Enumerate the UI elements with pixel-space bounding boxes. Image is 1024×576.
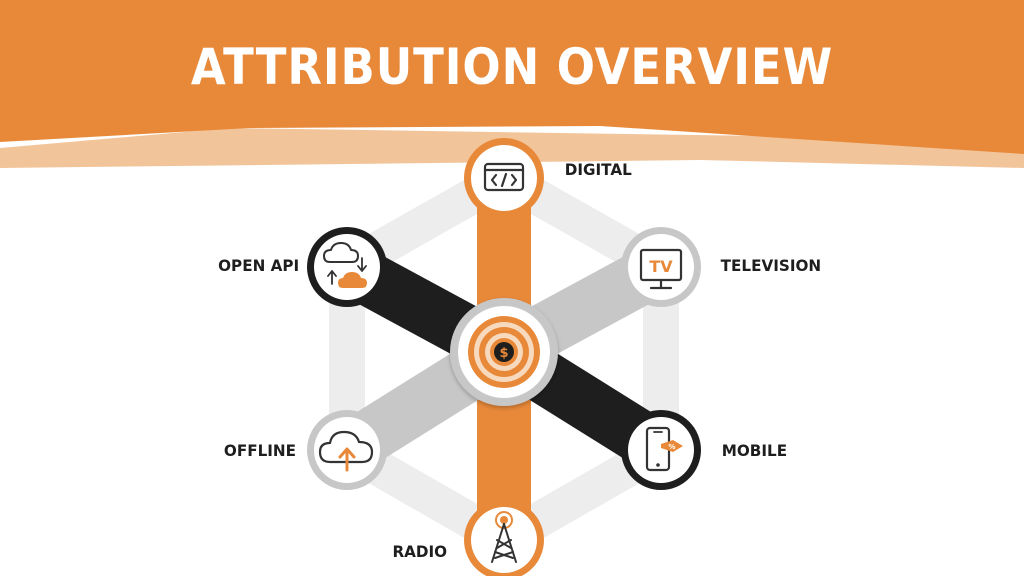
- banner-main-band: [0, 0, 1024, 154]
- label-mobile: MOBILE: [721, 441, 788, 460]
- label-open-api: OPEN API: [218, 256, 300, 275]
- tv-icon: TV: [639, 248, 683, 290]
- label-offline: OFFLINE: [223, 441, 297, 460]
- cloud-upload-icon: [318, 430, 374, 472]
- label-television: TELEVISION: [720, 256, 822, 275]
- node-radio: [464, 500, 544, 576]
- dollar-target-icon: $: [468, 316, 540, 388]
- node-digital: [464, 138, 544, 218]
- page-title: ATTRIBUTION OVERVIEW: [190, 38, 834, 96]
- radio-tower-icon: [491, 511, 517, 563]
- code-monitor-icon: [483, 162, 525, 192]
- center-node: $: [450, 298, 558, 406]
- svg-text:%: %: [668, 443, 675, 451]
- node-open-api: [307, 227, 387, 307]
- node-mobile: %: [621, 410, 701, 490]
- cloud-sync-icon: [323, 242, 367, 288]
- node-television: TV: [621, 227, 701, 307]
- label-radio: RADIO: [392, 542, 448, 561]
- smartphone-tag-icon: %: [645, 426, 683, 472]
- svg-text:$: $: [499, 346, 508, 361]
- tv-icon-text: TV: [649, 257, 673, 276]
- label-digital: DIGITAL: [564, 160, 632, 179]
- node-offline: [307, 410, 387, 490]
